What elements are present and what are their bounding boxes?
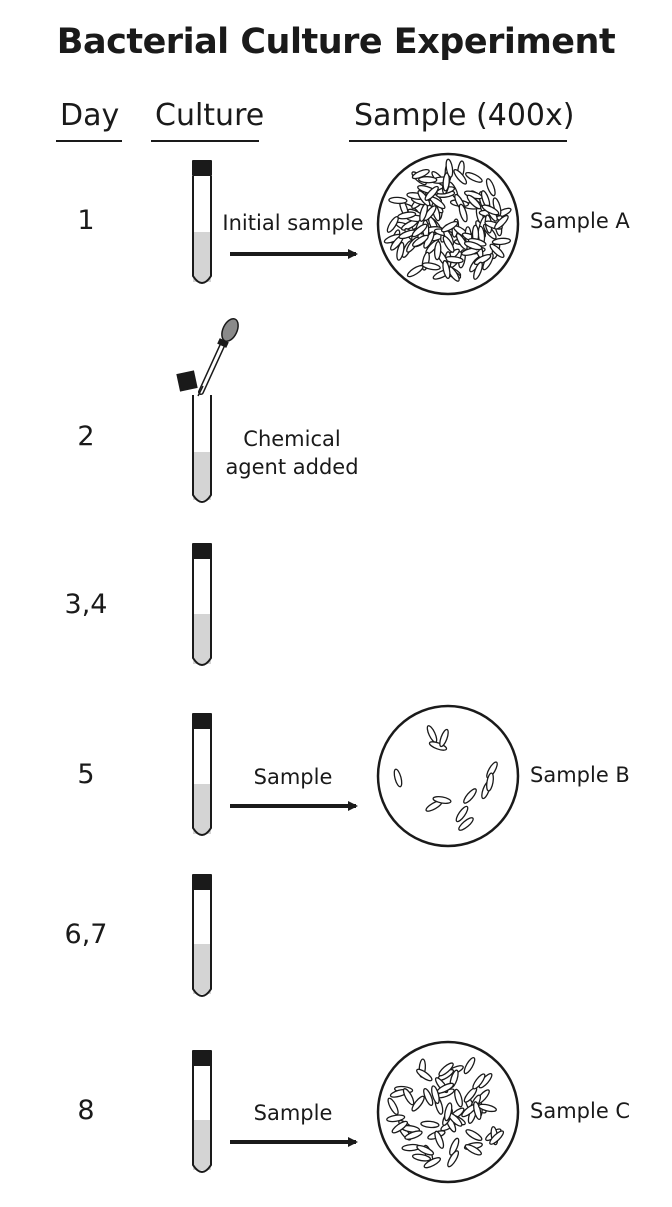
- test-tube-day8: [192, 1050, 212, 1173]
- bacterium: [418, 176, 438, 184]
- bacterium: [412, 234, 429, 248]
- bacterium: [463, 1057, 476, 1075]
- bacterium: [393, 768, 403, 788]
- sample-c-bacteria: [386, 1057, 505, 1169]
- bacterium: [491, 237, 512, 246]
- bacterium: [439, 728, 449, 748]
- bacterium: [489, 243, 505, 258]
- bacterium: [473, 253, 492, 266]
- bacterium: [386, 1114, 406, 1123]
- bacterium: [402, 1088, 415, 1106]
- bacterium: [420, 1120, 440, 1129]
- bacterium: [431, 1085, 440, 1105]
- bacterium: [494, 214, 509, 230]
- action-label-day8: Sample: [253, 1101, 333, 1125]
- bacterium: [455, 805, 469, 823]
- sample-label-a: Sample A: [530, 209, 630, 233]
- sample-b-bacteria: [393, 725, 498, 831]
- action-label-day2-line2: agent added: [225, 455, 359, 479]
- bacterium: [411, 1095, 425, 1112]
- bacterium: [432, 796, 452, 804]
- header-sample: Sample (400x): [354, 98, 575, 133]
- bacterium: [458, 817, 474, 831]
- bacterium: [440, 220, 459, 233]
- bacterium: [404, 1130, 423, 1140]
- bacterium: [433, 240, 442, 261]
- bacterium: [416, 1068, 433, 1082]
- action-label-day2-line1: Chemical: [243, 427, 341, 451]
- bacterium: [434, 1130, 445, 1149]
- day-label-6-7: 6,7: [64, 919, 108, 950]
- bacterium: [458, 203, 468, 223]
- header-day-underline: [56, 140, 122, 142]
- day-label-5: 5: [77, 759, 95, 790]
- bacterium: [453, 168, 468, 185]
- header-culture: Culture: [155, 98, 265, 133]
- bacterium: [473, 1101, 482, 1121]
- bacterium: [478, 1103, 497, 1113]
- action-label-day5: Sample: [253, 765, 333, 789]
- bacterium: [449, 1137, 460, 1156]
- test-tube-day1: [192, 160, 212, 284]
- bacterium: [485, 178, 496, 197]
- bacterium: [411, 223, 428, 238]
- bacterium: [423, 1087, 434, 1107]
- header-day: Day: [60, 98, 120, 133]
- bacterium: [447, 1150, 460, 1168]
- bacterium: [424, 185, 439, 201]
- header-culture-underline: [151, 140, 259, 142]
- bacterium: [472, 1073, 486, 1090]
- bacterium: [438, 1062, 454, 1077]
- bacterium: [388, 196, 408, 205]
- bacterium: [416, 1144, 435, 1156]
- bacterium: [442, 260, 451, 279]
- sample-b-circle: [376, 704, 520, 848]
- bacterium: [443, 1102, 453, 1122]
- sample-a-bacteria: [383, 158, 512, 282]
- bacterium: [463, 788, 477, 804]
- dropper-icon: [197, 317, 239, 397]
- bacterium: [455, 232, 468, 251]
- bacterium: [423, 1157, 442, 1169]
- bacterium: [387, 1097, 399, 1116]
- test-tube-day2: [176, 370, 212, 503]
- bacterium: [445, 158, 454, 178]
- day-label-2: 2: [77, 421, 95, 452]
- bacterium: [486, 772, 494, 792]
- bacterium: [473, 261, 483, 280]
- bacterium: [391, 1120, 409, 1134]
- bacterium: [481, 204, 500, 216]
- bacterium: [411, 1153, 432, 1162]
- day-label-8: 8: [77, 1095, 95, 1126]
- action-label-day1: Initial sample: [222, 211, 364, 235]
- test-tube-day6-7: [192, 874, 212, 997]
- test-tube-day3-4: [192, 543, 212, 666]
- bacterium: [464, 1144, 482, 1156]
- header-sample-underline: [349, 140, 567, 142]
- sample-label-b: Sample B: [530, 763, 630, 787]
- bacterium: [396, 241, 405, 261]
- bacterium: [397, 211, 417, 220]
- bacterium: [463, 240, 483, 251]
- bacterium: [465, 1129, 483, 1142]
- bacterium: [492, 197, 502, 217]
- sample-label-c: Sample C: [530, 1099, 631, 1123]
- bacterium: [465, 171, 483, 183]
- bacterium: [454, 1088, 463, 1108]
- diagram-title: Bacterial Culture Experiment: [56, 22, 616, 62]
- bacterium: [421, 262, 441, 271]
- day-label-1: 1: [77, 205, 95, 236]
- bacterium: [442, 235, 455, 253]
- test-tube-day5: [192, 713, 212, 836]
- day-label-3-4: 3,4: [64, 589, 108, 620]
- bacterium: [489, 1130, 505, 1145]
- bacterium: [466, 194, 482, 210]
